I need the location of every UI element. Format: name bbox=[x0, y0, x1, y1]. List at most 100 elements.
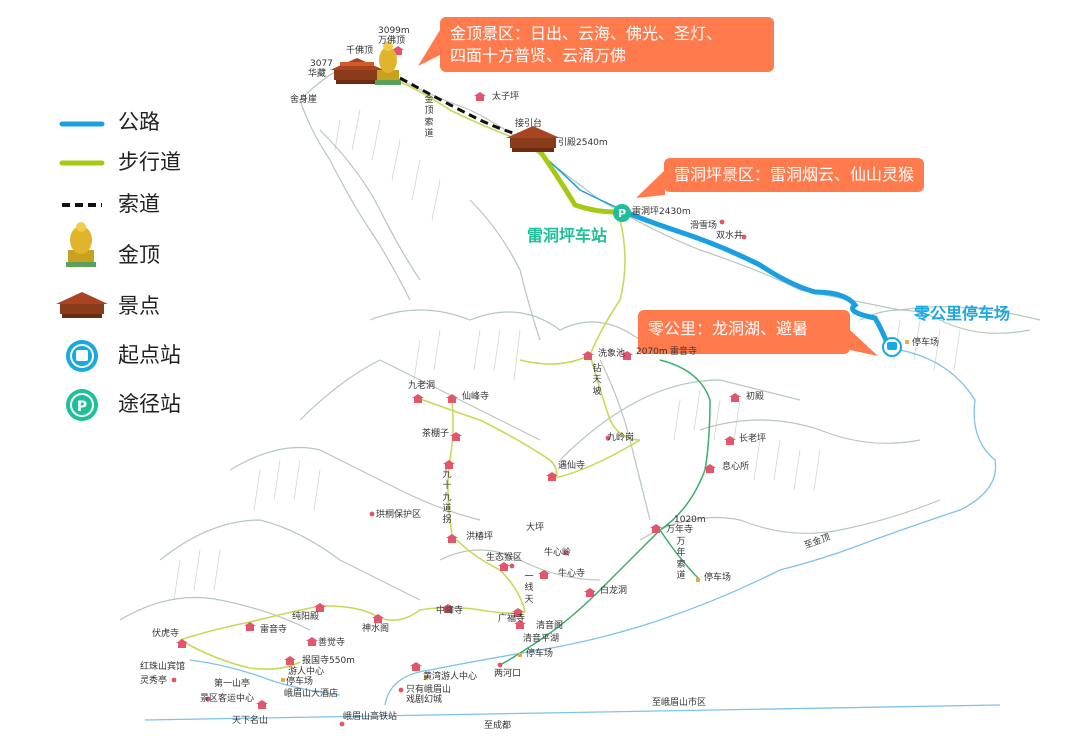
label-xixiangchi: 洗象池 bbox=[598, 349, 626, 359]
spot-marker bbox=[284, 656, 296, 665]
legend-summit-label: 金顶 bbox=[118, 243, 160, 267]
callout-linggongli: 零公里：龙洞湖、避暑 bbox=[638, 310, 850, 354]
label-niuxinling: 牛心岭 bbox=[544, 548, 572, 558]
cableway-line bbox=[399, 76, 521, 137]
temple-icon-jieyin bbox=[506, 126, 560, 152]
legend-spot-label: 景点 bbox=[118, 294, 160, 318]
label-shenshuige: 神水阁 bbox=[362, 624, 390, 634]
label-wanniansuodao: 万年索道 bbox=[676, 537, 686, 581]
label-huaxuechang: 滑雪场 bbox=[690, 221, 718, 231]
spot-marker bbox=[306, 637, 318, 646]
label-wanfoding: 万佛顶 bbox=[378, 36, 406, 46]
svg-text:P: P bbox=[618, 207, 626, 220]
spot-marker bbox=[244, 622, 256, 631]
label-zhiyoueme1: 只有峨眉山 bbox=[406, 685, 452, 695]
label-wanniansi: 万年寺 bbox=[666, 525, 694, 535]
spot-marker bbox=[372, 614, 384, 623]
label-youkezhongxin: 游人中心 bbox=[288, 667, 325, 677]
label-qianfoding: 千佛顶 bbox=[346, 46, 374, 56]
spot-marker bbox=[498, 562, 510, 571]
label-xianfengsi: 仙峰寺 bbox=[462, 392, 490, 402]
callout-pointer-jinding bbox=[418, 30, 440, 66]
temple-icon-jinding bbox=[330, 58, 384, 84]
place-dot bbox=[398, 687, 404, 693]
label-baoguosi: 报国寺550m bbox=[302, 656, 355, 666]
place-dot bbox=[741, 234, 747, 240]
label-zhongfengsi: 中峰寺 bbox=[436, 606, 464, 616]
label-yixiantian: 一线天 bbox=[524, 572, 534, 605]
station-label-linggongli: 零公里停车场 bbox=[914, 304, 1011, 323]
label-qingyinge: 清音阁 bbox=[536, 621, 564, 631]
spot-marker bbox=[704, 464, 716, 473]
place-dot bbox=[605, 435, 611, 441]
golden-buddha-icon bbox=[375, 41, 401, 85]
spot-marker bbox=[514, 620, 526, 629]
label-chunyangdian: 纯阳殿 bbox=[292, 612, 320, 622]
label-diyishanting: 第一山亭 bbox=[214, 679, 251, 689]
label-gongtong: 珙桐保护区 bbox=[376, 510, 422, 520]
legend-trail-label: 步行道 bbox=[118, 150, 181, 174]
place-dot bbox=[205, 696, 211, 702]
spot-marker bbox=[392, 46, 404, 55]
legend-road-label: 公路 bbox=[118, 110, 160, 134]
label-lingxiuting: 灵秀亭 bbox=[140, 676, 168, 686]
label-zuantianpo: 钻天坡 bbox=[592, 364, 602, 397]
spot-marker bbox=[442, 604, 454, 613]
label-jiushijiudaoguai: 九十九道拐 bbox=[442, 470, 452, 525]
label-leidongping-alt: 雷洞坪2430m bbox=[632, 207, 691, 217]
label-qingyinpingtan: 清音平湖 bbox=[523, 634, 560, 644]
legend-transit-station-label: 途径站 bbox=[118, 392, 181, 416]
spot-marker bbox=[314, 603, 326, 612]
label-alt-2070: 2070m bbox=[636, 347, 668, 357]
label-tingchechang3: 停车场 bbox=[286, 677, 314, 687]
label-alt-1020: 1020m bbox=[674, 515, 706, 525]
start-station-icon-linggongli bbox=[882, 337, 902, 357]
label-guangfusi: 广福寺 bbox=[498, 614, 526, 624]
label-zhiemeishi: 至峨眉山市区 bbox=[652, 698, 707, 708]
label-sheshenyan: 舍身崖 bbox=[290, 95, 318, 105]
rivers bbox=[144, 349, 1001, 721]
place-dot bbox=[497, 662, 503, 668]
label-alt-3077: 3077 bbox=[310, 59, 333, 69]
place-dot bbox=[369, 511, 375, 517]
label-jiulaodong: 九老洞 bbox=[408, 381, 436, 391]
svg-text:P: P bbox=[77, 399, 87, 415]
spot-marker bbox=[546, 472, 558, 481]
spot-marker bbox=[410, 662, 422, 671]
spot-marker bbox=[512, 608, 524, 617]
spot-marker bbox=[256, 700, 268, 709]
spot-marker bbox=[724, 436, 736, 445]
spot-marker bbox=[443, 460, 455, 469]
spot-marker bbox=[412, 394, 424, 403]
label-bailongdong: 白龙洞 bbox=[600, 586, 628, 596]
mountain-terrain bbox=[119, 59, 1041, 631]
spot-marker bbox=[446, 394, 458, 403]
spot-marker bbox=[584, 588, 596, 597]
callout-jinding: 金顶景区：日出、云海、佛光、圣灯、 四面十方普贤、云涌万佛 bbox=[440, 17, 774, 73]
label-fuhusi: 伏虎寺 bbox=[152, 629, 180, 639]
spot-marker bbox=[621, 351, 633, 360]
transit-station-icon-leidongping: P bbox=[613, 204, 631, 222]
label-tingchechang4: 停车场 bbox=[526, 649, 554, 659]
label-jiulinggang: 九岭岗 bbox=[607, 433, 635, 443]
road-lower-green-2 bbox=[659, 529, 701, 581]
place-dot bbox=[719, 219, 725, 225]
label-taiziping: 太子坪 bbox=[492, 92, 520, 102]
label-jieyindian: 引殿2540m bbox=[558, 138, 608, 148]
callout-pointer-leidongping bbox=[636, 170, 665, 198]
label-zhiyoueme2: 戏剧幻城 bbox=[406, 695, 443, 705]
place-dot bbox=[171, 677, 177, 683]
label-emeidajiudian: 峨眉山大酒店 bbox=[284, 689, 339, 699]
spot-marker bbox=[446, 534, 458, 543]
label-alt-3099: 3099m bbox=[378, 26, 410, 36]
spot-marker bbox=[474, 92, 486, 101]
callout-jinding-line1: 金顶景区：日出、云海、佛光、圣灯、 bbox=[450, 24, 723, 43]
label-chapengzi: 茶棚子 bbox=[422, 429, 450, 439]
label-niuxinsi: 牛心寺 bbox=[558, 569, 586, 579]
label-daping: 大坪 bbox=[526, 523, 545, 533]
label-chudian: 初殿 bbox=[746, 392, 765, 402]
label-gaotiezhan: 峨眉山高铁站 bbox=[343, 712, 398, 722]
label-jieyintai: 接引台 bbox=[515, 119, 543, 129]
label-hongchunping: 洪椿坪 bbox=[466, 532, 494, 542]
